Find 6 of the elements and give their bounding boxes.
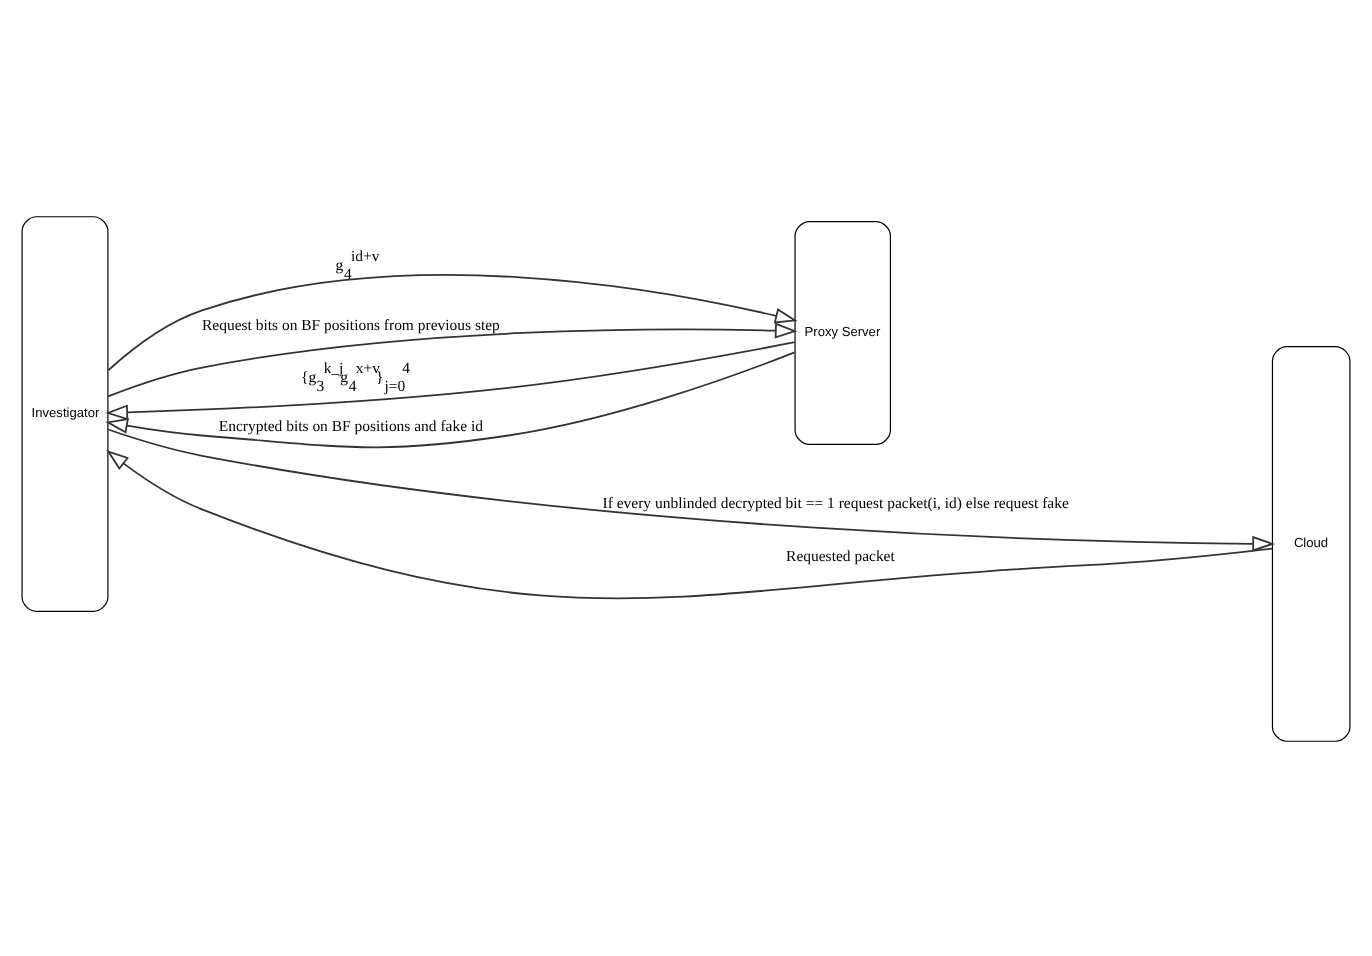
arrow [107, 321, 798, 397]
arrow [105, 350, 796, 448]
arrow [107, 273, 798, 371]
arrow [106, 448, 1274, 599]
arrow [107, 427, 1275, 551]
arrow [105, 340, 796, 420]
